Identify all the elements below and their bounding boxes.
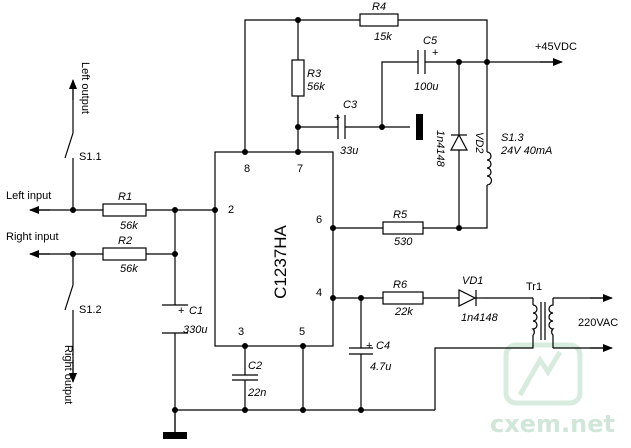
c3-value: 33u: [340, 145, 358, 157]
diode-vd2: [450, 133, 468, 151]
ic-name: C1237HA: [271, 224, 290, 298]
c3-plus: +: [334, 112, 340, 124]
capacitor-c4: [349, 347, 373, 355]
r4-ref: R4: [372, 1, 386, 13]
junctions: [70, 17, 490, 413]
switch-s1-2: [64, 284, 74, 311]
left-input-label: Left input: [6, 190, 51, 202]
r2-value: 56k: [120, 263, 138, 275]
resistor-r5: [382, 221, 424, 235]
r1-value: 56k: [120, 220, 138, 232]
left-output-label: Left output: [79, 62, 91, 114]
vd2-ref: VD2: [473, 132, 485, 153]
c3-ref: C3: [343, 99, 358, 111]
terminals: [29, 58, 613, 383]
s1-1-label: S1.1: [79, 151, 102, 163]
vd1-ref: VD1: [462, 275, 483, 287]
pin-4-label: 4: [316, 287, 322, 299]
r2-ref: R2: [118, 235, 132, 247]
transformer-tr1: [531, 298, 555, 348]
heatsink-plate: [416, 114, 423, 140]
watermark-text: cxem.net: [490, 410, 615, 438]
r5-ref: R5: [393, 209, 408, 221]
r5-value: 530: [394, 236, 413, 248]
r1-ref: R1: [118, 191, 132, 203]
pin-7-label: 7: [297, 163, 303, 175]
supply-ac-label: 220VAC: [578, 317, 618, 329]
relay-coil-s1-3: [486, 151, 493, 186]
watermark-logo-icon: [503, 342, 583, 406]
pin-3-label: 3: [238, 326, 244, 338]
ground-icon: [163, 410, 187, 439]
c2-value: 22n: [247, 387, 266, 399]
capacitor-c5: [417, 50, 426, 74]
s1-2-label: S1.2: [79, 304, 102, 316]
ic-c1237ha: C1237HA 2 8 7 6 4 3 5: [214, 151, 334, 347]
vd1-value: 1n4148: [461, 312, 499, 324]
pin-2-label: 2: [228, 204, 234, 216]
resistor-r2: [102, 247, 147, 261]
r6-value: 22k: [394, 306, 413, 318]
right-output-label: Right output: [62, 345, 74, 404]
c2-ref: C2: [248, 360, 262, 372]
c4-plus: +: [366, 340, 372, 352]
watermark: cxem.net: [490, 342, 615, 438]
c1-ref: C1: [189, 305, 203, 317]
switch-s1-1: [64, 132, 74, 159]
pin-6-label: 6: [316, 214, 322, 226]
tr1-ref: Tr1: [526, 281, 542, 293]
diode-vd1: [458, 289, 483, 307]
pin-8-label: 8: [244, 163, 250, 175]
resistor-r6: [382, 291, 424, 305]
resistor-r4: [359, 13, 399, 27]
c4-ref: C4: [376, 340, 390, 352]
capacitor-c1: [162, 304, 188, 334]
pin-5-label: 5: [299, 326, 305, 338]
c1-value: 330u: [183, 324, 207, 336]
r3-ref: R3: [307, 68, 322, 80]
r3-value: 56k: [307, 81, 325, 93]
c5-value: 100u: [414, 81, 438, 93]
vd2-value: 1n4148: [434, 130, 446, 168]
c5-ref: C5: [423, 35, 438, 47]
r6-ref: R6: [393, 279, 408, 291]
capacitor-c2: [232, 374, 258, 381]
s1-3-label: S1.3: [501, 132, 525, 144]
resistor-r1: [102, 203, 147, 217]
supply-dc-label: +45VDC: [535, 41, 577, 53]
resistor-r3: [291, 59, 305, 97]
labels: Left input Right input Left output Right…: [6, 1, 618, 404]
right-input-label: Right input: [6, 231, 59, 243]
r4-value: 15k: [374, 31, 392, 43]
c5-plus: +: [432, 47, 438, 59]
wires: [30, 19, 610, 432]
c4-value: 4.7u: [370, 361, 391, 373]
capacitor-c3: [337, 115, 346, 139]
c1-plus: +: [178, 305, 184, 317]
s1-3-value: 24V 40mA: [500, 145, 552, 157]
